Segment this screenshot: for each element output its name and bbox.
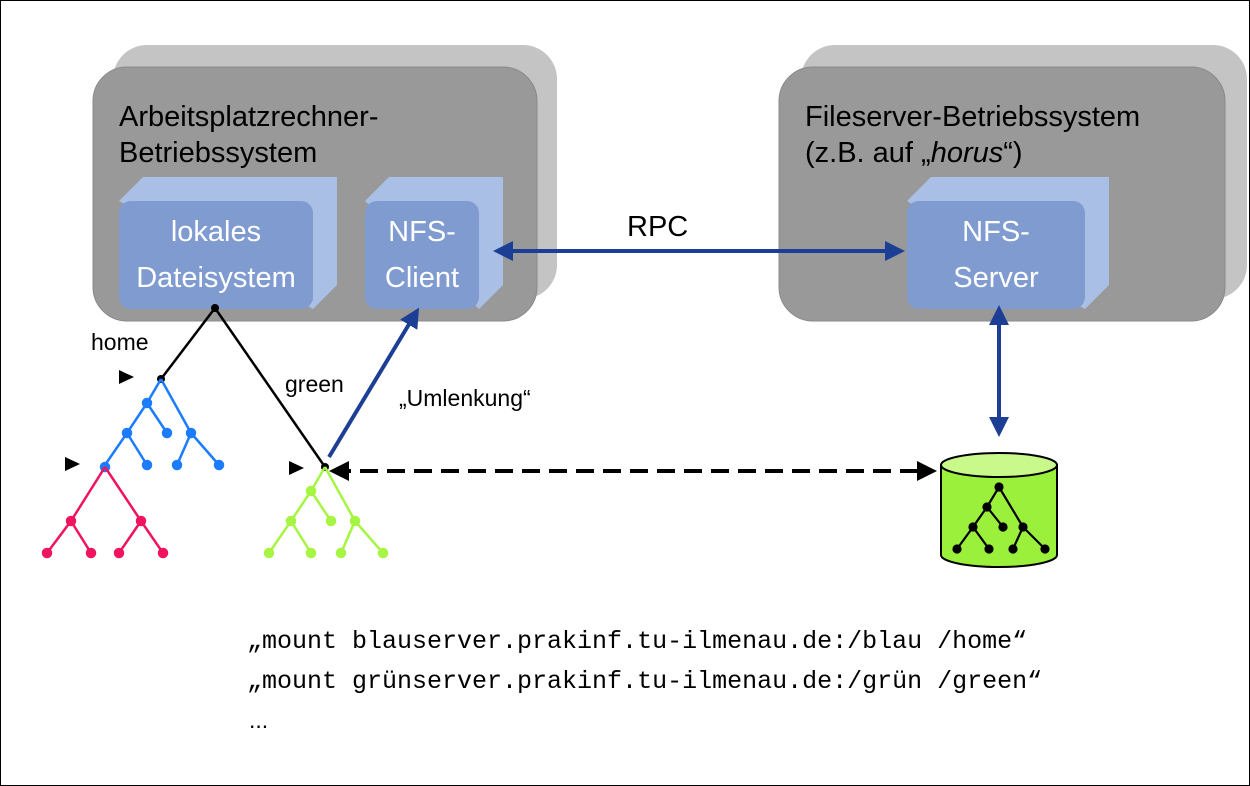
redirect-label: „Umlenkung“	[399, 385, 531, 411]
fileserver-title-line2: (z.B. auf „horus“)	[805, 135, 1140, 171]
nfs-server-label: NFS- Server	[907, 209, 1085, 301]
workstation-title-line2: Betriebssystem	[119, 137, 318, 169]
local-filesystem-label: lokales Dateisystem	[119, 209, 313, 301]
mount-marker-pink	[65, 457, 80, 471]
disk-tree	[952, 482, 1050, 554]
mount-command-1: „mount blauserver.prakinf.tu-ilmenau.de:…	[247, 627, 1028, 656]
pink-tree	[41, 466, 169, 559]
nfs-client-box	[365, 177, 503, 309]
disk-cylinder-icon	[940, 452, 1058, 568]
fileserver-title-suffix: “)	[1003, 137, 1023, 169]
mount-tree	[160, 307, 327, 468]
local-filesystem-line2: Dateisystem	[136, 262, 296, 294]
fileserver-hostname: horus	[930, 137, 1004, 169]
blue-tree	[99, 378, 225, 473]
nfs-client-label: NFS- Client	[365, 209, 479, 301]
mount-marker-green	[289, 461, 304, 475]
fileserver-title-line1: Fileserver-Betriebssystem	[805, 101, 1141, 133]
local-filesystem-line1: lokales	[170, 216, 262, 248]
home-label: home	[91, 329, 149, 355]
nfs-client-line1: NFS-	[388, 216, 456, 248]
nfs-server-line1: NFS-	[962, 216, 1030, 248]
local-filesystem-box	[119, 177, 337, 309]
fileserver-title-prefix: (z.B. auf „	[805, 137, 931, 169]
nfs-server-line2: Server	[953, 262, 1039, 294]
mount-marker-home	[119, 370, 134, 384]
nfs-client-line2: Client	[384, 262, 460, 294]
fileserver-title: Fileserver-Betriebssystem (z.B. auf „hor…	[805, 99, 1140, 171]
ellipsis: ...	[249, 707, 269, 733]
green-tree	[263, 466, 389, 559]
mount-command-2: „mount grünserver.prakinf.tu-ilmenau.de:…	[247, 667, 1043, 696]
redirect-arrow	[327, 307, 420, 459]
workstation-title: Arbeitsplatzrechner- Betriebssystem	[119, 99, 379, 171]
rpc-label: RPC	[627, 211, 689, 243]
green-label: green	[285, 371, 344, 397]
nfs-server-box	[907, 177, 1109, 309]
workstation-title-line1: Arbeitsplatzrechner-	[119, 101, 379, 133]
